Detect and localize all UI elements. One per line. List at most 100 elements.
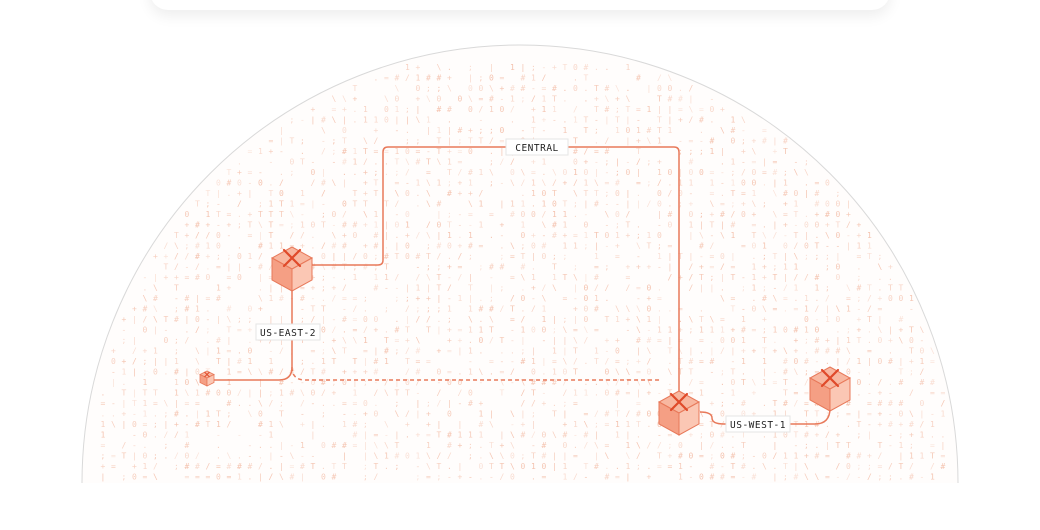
pattern-glyph: 1: [206, 210, 211, 219]
pattern-glyph: 0: [479, 84, 484, 93]
pattern-glyph: 0: [458, 378, 463, 387]
pattern-glyph: T: [573, 347, 578, 356]
pattern-glyph: \: [227, 452, 232, 461]
pattern-glyph: 0: [216, 389, 221, 398]
pattern-glyph: \: [552, 284, 557, 293]
pattern-glyph: |: [342, 179, 347, 188]
pattern-glyph: T: [857, 336, 862, 345]
pattern-glyph: =: [783, 210, 788, 219]
pattern-glyph: 0: [510, 168, 515, 177]
pattern-glyph: 1: [762, 378, 767, 387]
pattern-glyph: \: [573, 189, 578, 198]
pattern-glyph: +: [416, 431, 421, 440]
pattern-glyph: /: [342, 284, 347, 293]
pattern-glyph: \: [332, 116, 337, 125]
pattern-glyph: 0: [405, 378, 410, 387]
pattern-glyph: /: [300, 399, 305, 408]
pattern-glyph: 1: [143, 410, 148, 419]
pattern-glyph: |: [342, 116, 347, 125]
pattern-glyph: .: [458, 231, 463, 240]
pattern-glyph: \: [500, 452, 505, 461]
server-node-icon[interactable]: [270, 246, 314, 292]
pattern-glyph: 0: [542, 431, 547, 440]
pattern-glyph: /: [720, 347, 725, 356]
pattern-glyph: 0: [731, 336, 736, 345]
pattern-glyph: ;: [594, 420, 599, 429]
pattern-glyph: ;: [626, 357, 631, 366]
pattern-glyph: .: [657, 284, 662, 293]
pattern-glyph: 1: [626, 63, 631, 72]
pattern-glyph: #: [930, 378, 935, 387]
pattern-glyph: #: [342, 158, 347, 167]
pattern-glyph: ;: [783, 168, 788, 177]
pattern-glyph: 1: [710, 147, 715, 156]
pattern-glyph: |: [216, 189, 221, 198]
pattern-glyph: 0: [909, 336, 914, 345]
pattern-glyph: \: [836, 305, 841, 314]
pattern-glyph: 0: [783, 431, 788, 440]
pattern-glyph: #: [825, 347, 830, 356]
pattern-glyph: T: [878, 441, 883, 450]
pattern-glyph: 0: [405, 452, 410, 461]
pattern-glyph: /: [437, 389, 442, 398]
pattern-glyph: \: [164, 399, 169, 408]
pattern-glyph: .: [206, 305, 211, 314]
pattern-glyph: 1: [531, 189, 536, 198]
pattern-glyph: T: [384, 200, 389, 209]
pattern-glyph: 1: [563, 473, 568, 482]
pattern-glyph: =: [342, 399, 347, 408]
pattern-glyph: 1: [153, 347, 158, 356]
pattern-glyph: ;: [426, 263, 431, 272]
pattern-glyph: +: [752, 347, 757, 356]
pattern-glyph: -: [416, 389, 421, 398]
pattern-glyph: 1: [584, 179, 589, 188]
pattern-glyph: |: [132, 389, 137, 398]
pattern-glyph: 0: [405, 210, 410, 219]
pattern-glyph: 0: [132, 420, 137, 429]
pattern-glyph: =: [605, 420, 610, 429]
pattern-glyph: 1: [615, 315, 620, 324]
pattern-glyph: 1: [227, 378, 232, 387]
pattern-glyph: #: [521, 74, 526, 83]
pattern-glyph: \: [647, 378, 652, 387]
pattern-glyph: =: [762, 126, 767, 135]
pattern-glyph: #: [720, 210, 725, 219]
pattern-glyph: .: [531, 473, 536, 482]
pattern-glyph: T: [605, 315, 610, 324]
pattern-glyph: |: [720, 221, 725, 230]
pattern-glyph: =: [857, 252, 862, 261]
pattern-glyph: /: [668, 273, 673, 282]
pattern-glyph: \: [258, 368, 263, 377]
pattern-glyph: 0: [846, 462, 851, 471]
pattern-glyph: T: [584, 74, 589, 83]
pattern-glyph: +: [174, 420, 179, 429]
pattern-glyph: 1: [773, 431, 778, 440]
pattern-glyph: .: [531, 263, 536, 272]
pattern-glyph: 0: [311, 168, 316, 177]
pattern-glyph: #: [741, 326, 746, 335]
pattern-glyph: -: [311, 294, 316, 303]
pattern-glyph: -: [636, 252, 641, 261]
pattern-glyph: T: [867, 252, 872, 261]
server-node-icon[interactable]: [808, 366, 852, 412]
pattern-glyph: =: [699, 357, 704, 366]
pattern-glyph: \: [794, 252, 799, 261]
pattern-glyph: 0: [689, 168, 694, 177]
pattern-glyph: -: [857, 473, 862, 482]
pattern-glyph: .: [668, 179, 673, 188]
pattern-glyph: 1: [825, 315, 830, 324]
small-node-icon[interactable]: [199, 370, 215, 387]
pattern-glyph: #: [678, 95, 683, 104]
pattern-glyph: -: [510, 357, 515, 366]
pattern-glyph: 0: [216, 231, 221, 240]
pattern-glyph: +: [531, 284, 536, 293]
pattern-glyph: |: [437, 231, 442, 240]
pattern-glyph: .: [594, 389, 599, 398]
pattern-glyph: -: [500, 95, 505, 104]
server-node-icon[interactable]: [657, 390, 701, 436]
pattern-glyph: +: [836, 431, 841, 440]
pattern-glyph: ;: [395, 168, 400, 177]
pattern-glyph: ;: [468, 63, 473, 72]
pattern-glyph: 0: [143, 452, 148, 461]
pattern-glyph: 1: [321, 357, 326, 366]
